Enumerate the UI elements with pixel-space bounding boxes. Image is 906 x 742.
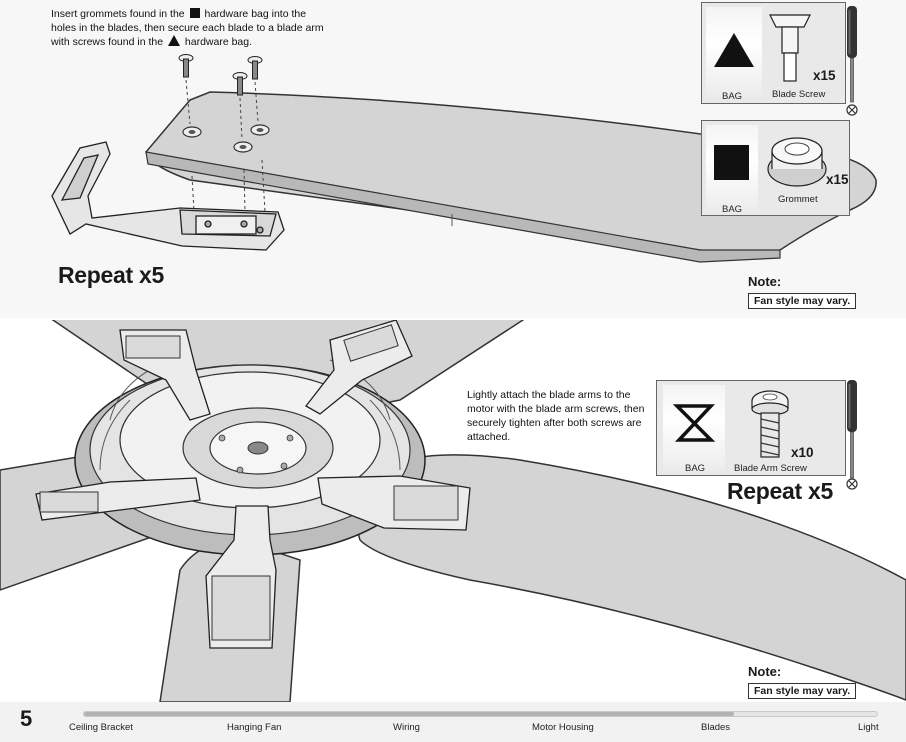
- hardware-box-grommet: BAG x15 Grommet: [701, 120, 850, 216]
- hourglass-bag-icon: [673, 404, 715, 442]
- step-light: Light: [858, 722, 879, 733]
- instruction-text-1: Insert grommets found in the: [51, 8, 185, 20]
- bottom-instruction: Lightly attach the blade arms to the mot…: [467, 389, 645, 443]
- assembly-illustration: [0, 6, 906, 702]
- square-symbol-icon: [189, 8, 200, 18]
- note-label-top: Note:: [748, 274, 782, 289]
- note-text-bottom: Fan style may vary.: [748, 683, 857, 699]
- fan-blade-top: [145, 91, 877, 263]
- step-blades: Blades: [701, 722, 731, 733]
- blade-arm-top: [51, 141, 285, 251]
- triangle-bag-icon: [714, 33, 754, 67]
- triangle-symbol-icon: [167, 35, 180, 46]
- hardware-bag: [663, 385, 725, 471]
- progress-bar: [83, 711, 878, 717]
- hardware-box-blade-screw: BAG x15 Blade Screw: [701, 2, 846, 104]
- fan-motor-assembly: [0, 320, 906, 702]
- step-motor-housing: Motor Housing: [532, 722, 594, 733]
- instruction-text-2: hardware bag into the holes in the blade…: [51, 8, 324, 48]
- blade-arm-screw-icon: [751, 390, 789, 458]
- footer: [0, 702, 906, 742]
- blade-grommets: [182, 124, 270, 153]
- note-label-bottom: Note:: [748, 664, 782, 679]
- progress-fill: [84, 712, 735, 716]
- instruction-text-3: hardware bag.: [184, 36, 253, 48]
- note-text-top: Fan style may vary.: [748, 293, 857, 309]
- step-wiring: Wiring: [393, 722, 420, 733]
- part-label: Grommet: [778, 194, 818, 205]
- step-hanging-fan: Hanging Fan: [227, 722, 282, 733]
- count-label: x15: [826, 172, 849, 187]
- square-bag-icon: [714, 145, 749, 180]
- count-label: x15: [813, 68, 836, 83]
- top-instruction: Insert grommets found in the hardware ba…: [51, 7, 331, 49]
- page-number: 5: [20, 706, 33, 731]
- screwdriver-icon: [846, 6, 858, 116]
- bag-label: BAG: [722, 91, 743, 102]
- bag-label: BAG: [685, 463, 706, 474]
- screwdriver-icon-bottom: [846, 380, 858, 490]
- repeat-label-bottom: Repeat x5: [727, 478, 833, 504]
- hardware-box-blade-arm-screw: BAG x10 Blade Arm Screw: [656, 380, 846, 476]
- step-ceiling-bracket: Ceiling Bracket: [69, 722, 133, 733]
- blade-screw-icon: [769, 14, 811, 82]
- grommet-icon: [767, 137, 827, 187]
- bag-label: BAG: [722, 204, 743, 215]
- part-label: Blade Arm Screw: [734, 463, 807, 474]
- count-label: x10: [791, 445, 814, 460]
- part-label: Blade Screw: [772, 89, 826, 100]
- repeat-label-top: Repeat x5: [58, 262, 164, 288]
- blade-screws: [178, 54, 263, 96]
